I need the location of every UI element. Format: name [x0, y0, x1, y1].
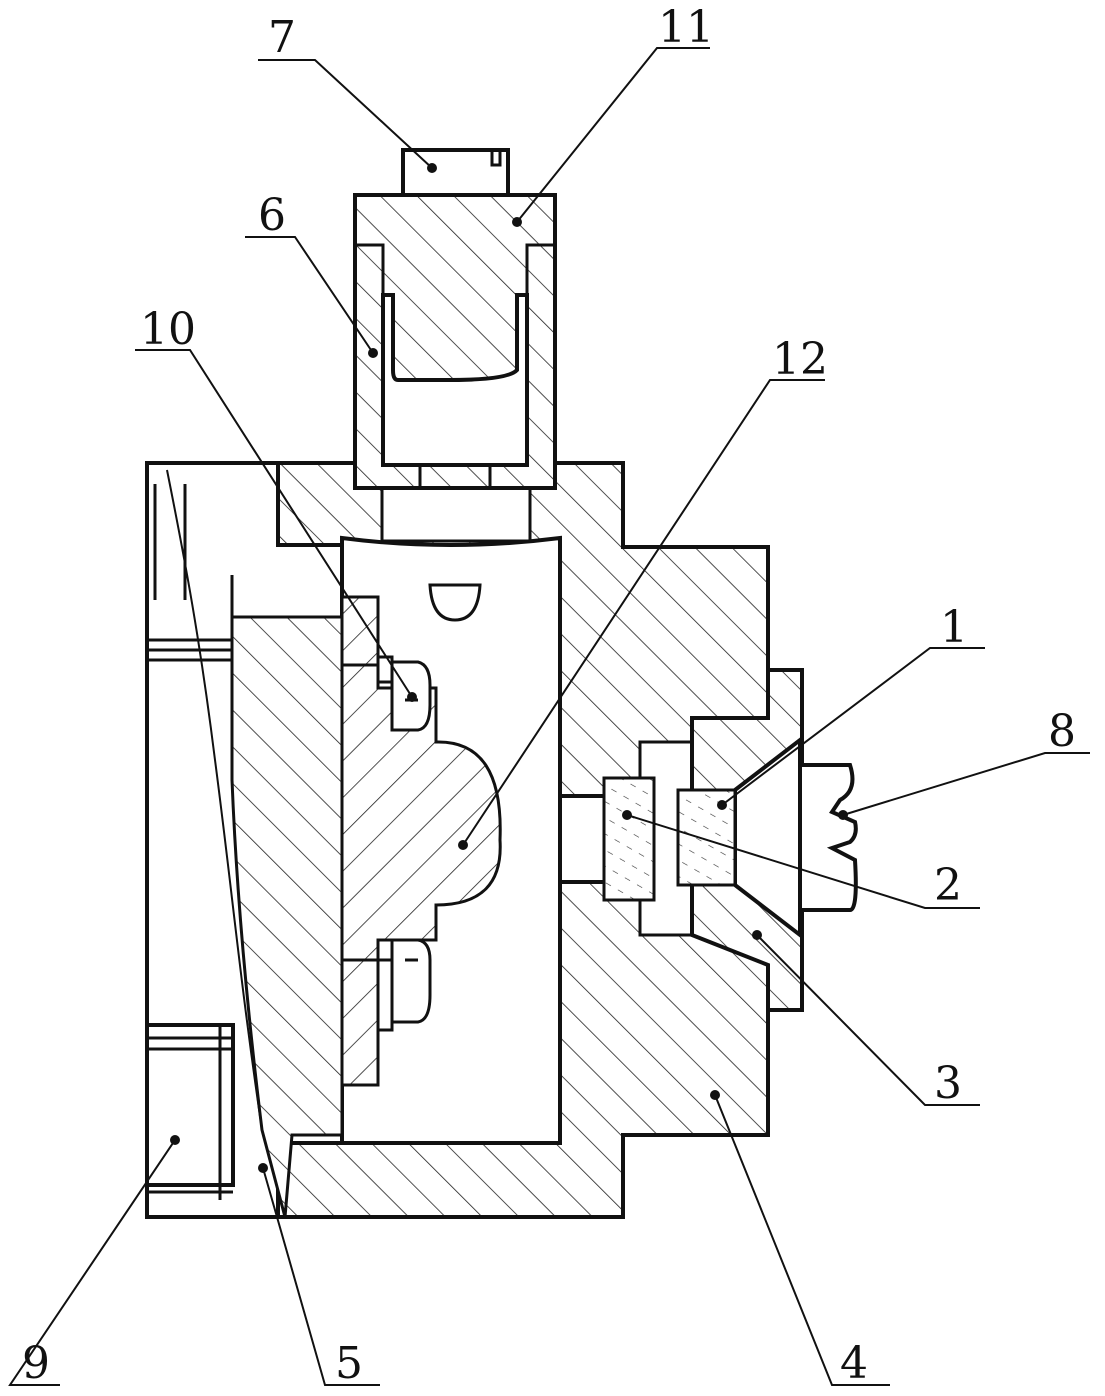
label-part-7: 7 — [268, 12, 296, 63]
label-part-8: 8 — [1048, 706, 1076, 757]
label-part-6: 6 — [258, 190, 286, 241]
label-part-3: 3 — [934, 1058, 962, 1109]
label-part-11: 11 — [658, 2, 714, 53]
inner-slider — [340, 583, 502, 1087]
label-part-10: 10 — [140, 304, 196, 355]
label-part-9: 9 — [22, 1338, 50, 1389]
label-part-5: 5 — [335, 1338, 363, 1389]
label-part-1: 1 — [940, 602, 968, 653]
top-cap — [353, 148, 557, 490]
left-wall-section — [145, 469, 344, 1218]
lens-assembly — [602, 668, 858, 1012]
leader-dots — [170, 163, 848, 1173]
part-labels: 7 11 6 10 12 1 8 2 3 4 5 9 — [22, 2, 1076, 1389]
leader-lines — [8, 47, 1090, 1386]
label-part-4: 4 — [840, 1338, 868, 1389]
label-part-2: 2 — [934, 860, 962, 911]
label-part-12: 12 — [772, 334, 828, 385]
